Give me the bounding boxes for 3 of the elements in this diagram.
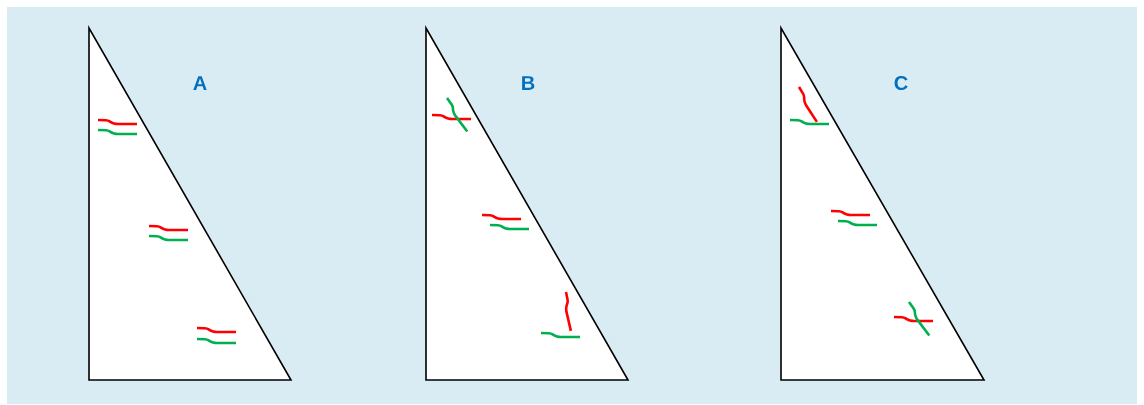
panel-label: A [193, 76, 207, 90]
panel-label: C [894, 75, 908, 91]
panel-label: B [522, 76, 535, 90]
